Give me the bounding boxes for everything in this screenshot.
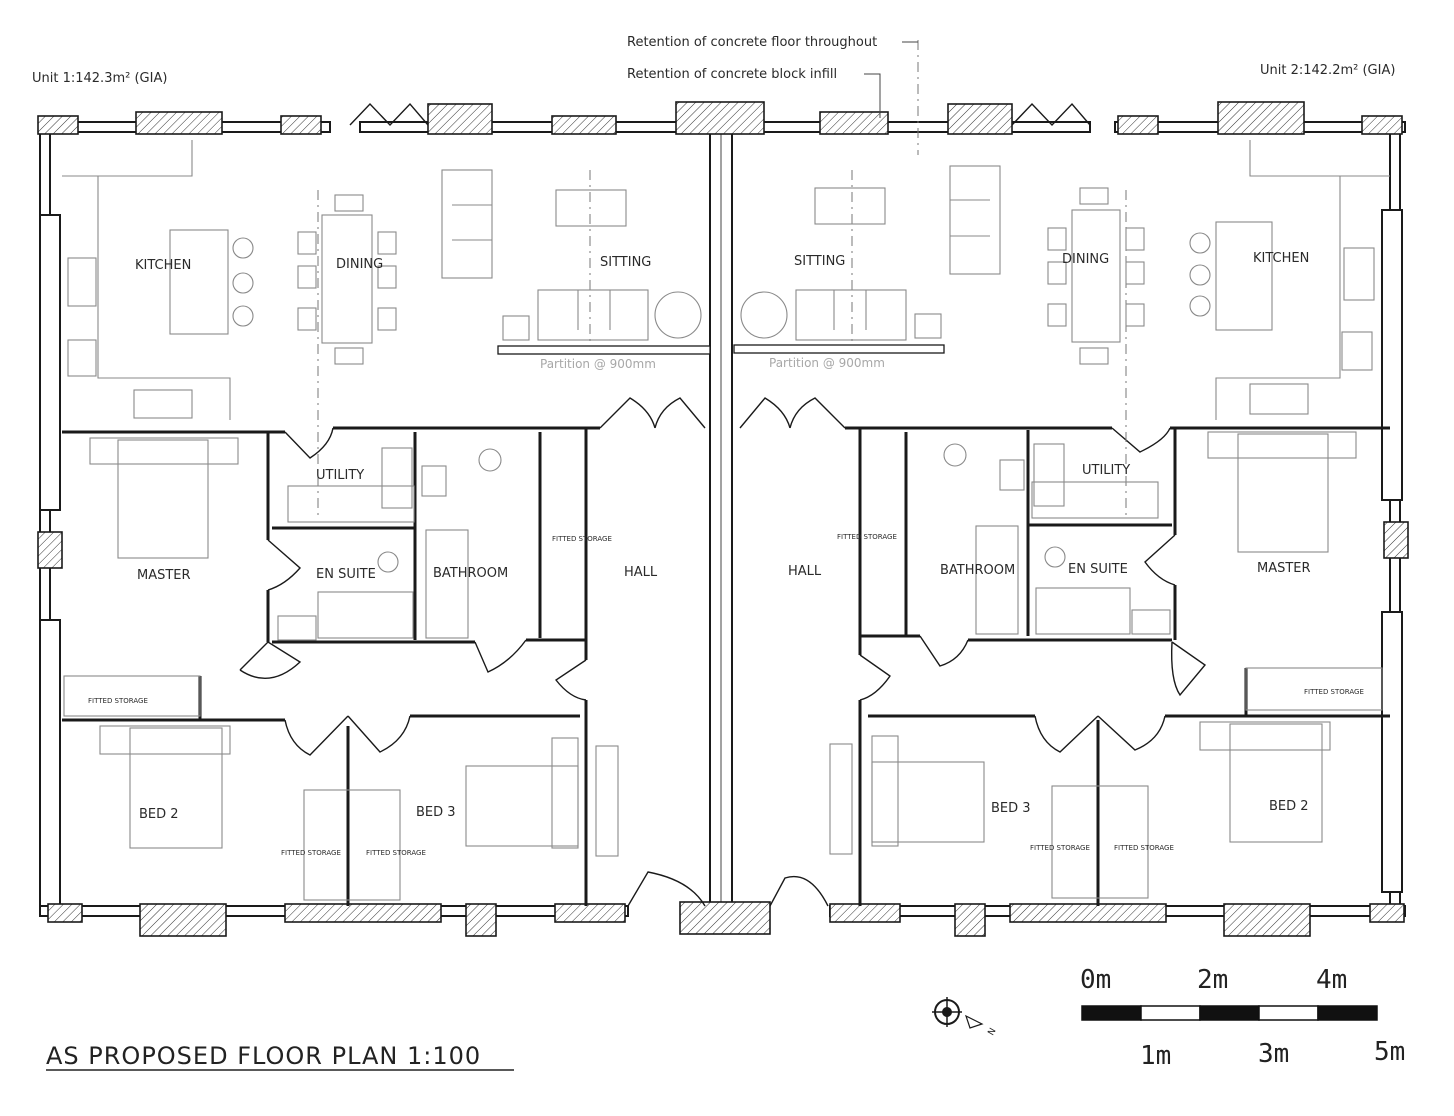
scale-bar-segment — [1258, 1005, 1319, 1021]
scale-label-0m: 0m — [1080, 965, 1111, 995]
fitted-storage-label: FITTED STORAGE — [837, 533, 897, 541]
furniture-right — [740, 140, 1390, 899]
unit-1-area: Unit 1:142.3m² (GIA) — [32, 71, 167, 86]
scale-label-2m: 2m — [1197, 965, 1228, 995]
unit-2-area: Unit 2:142.2m² (GIA) — [1260, 63, 1395, 78]
interior-walls — [62, 426, 1390, 906]
room-dining-right: DINING — [1062, 252, 1109, 267]
north-label: N — [987, 1027, 999, 1038]
room-dining-left: DINING — [336, 257, 383, 272]
room-sitting-right: SITTING — [794, 254, 845, 269]
annotations: Retention of concrete floor throughout R… — [540, 35, 918, 371]
room-kitchen-left: KITCHEN — [135, 258, 191, 273]
room-master-right: MASTER — [1257, 561, 1311, 576]
room-kitchen-right: KITCHEN — [1253, 251, 1309, 266]
fitted-storage-label: FITTED STORAGE — [88, 697, 148, 705]
scale-bar-segment — [1199, 1005, 1260, 1021]
room-bed3-right: BED 3 — [991, 801, 1031, 816]
door-swings — [239, 397, 1207, 907]
room-hall-left: HALL — [624, 565, 658, 580]
room-hall-right: HALL — [788, 564, 822, 579]
room-utility-right: UTILITY — [1082, 463, 1130, 478]
scale-label-3m: 3m — [1258, 1039, 1289, 1069]
fitted-storage-label: FITTED STORAGE — [1030, 844, 1090, 852]
room-master-left: MASTER — [137, 568, 191, 583]
note-block-infill: Retention of concrete block infill — [627, 67, 837, 82]
room-bathroom-left: BATHROOM — [433, 566, 508, 581]
bifold-doors — [349, 102, 1091, 127]
center-lines — [317, 40, 1127, 520]
room-labels: KITCHEN DINING SITTING SITTING DINING KI… — [135, 251, 1311, 822]
scale-bar: 0m 2m 4m 1m 3m 5m — [1080, 965, 1405, 1071]
scale-bar-segment — [1081, 1005, 1142, 1021]
room-utility-left: UTILITY — [316, 468, 364, 483]
fitted-storage-label: FITTED STORAGE — [1304, 688, 1364, 696]
room-bed3-left: BED 3 — [416, 805, 456, 820]
north-arrow: N — [932, 997, 999, 1037]
partition-note-left: Partition @ 900mm — [540, 357, 656, 371]
scale-label-4m: 4m — [1316, 965, 1347, 995]
plan-title: AS PROPOSED FLOOR PLAN 1:100 — [46, 1042, 481, 1070]
partitions-900mm — [497, 344, 945, 355]
room-bed2-left: BED 2 — [139, 807, 179, 822]
fitted-storage-labels: FITTED STORAGE FITTED STORAGE FITTED STO… — [88, 533, 1364, 857]
partition-note-right: Partition @ 900mm — [769, 356, 885, 370]
scale-label-1m: 1m — [1140, 1041, 1171, 1071]
scale-bar-segment — [1140, 1005, 1201, 1021]
unit-labels: Unit 1:142.3m² (GIA) Unit 2:142.2m² (GIA… — [32, 63, 1395, 86]
outer-walls — [39, 121, 1406, 917]
room-ensuite-left: EN SUITE — [316, 567, 376, 582]
fitted-storage-label: FITTED STORAGE — [366, 849, 426, 857]
furniture-left — [62, 140, 702, 901]
fitted-storage-label: FITTED STORAGE — [1114, 844, 1174, 852]
room-sitting-left: SITTING — [600, 255, 651, 270]
fitted-storage-label: FITTED STORAGE — [281, 849, 341, 857]
wall-piers — [37, 101, 1409, 937]
drawing-title: AS PROPOSED FLOOR PLAN 1:100 — [46, 1042, 514, 1071]
room-bed2-right: BED 2 — [1269, 799, 1309, 814]
scale-bar-segment — [1317, 1005, 1378, 1021]
scale-label-5m: 5m — [1374, 1037, 1405, 1067]
note-concrete-floor: Retention of concrete floor throughout — [627, 35, 877, 50]
room-bathroom-right: BATHROOM — [940, 563, 1015, 578]
fitted-storage-label: FITTED STORAGE — [552, 535, 612, 543]
room-ensuite-right: EN SUITE — [1068, 562, 1128, 577]
